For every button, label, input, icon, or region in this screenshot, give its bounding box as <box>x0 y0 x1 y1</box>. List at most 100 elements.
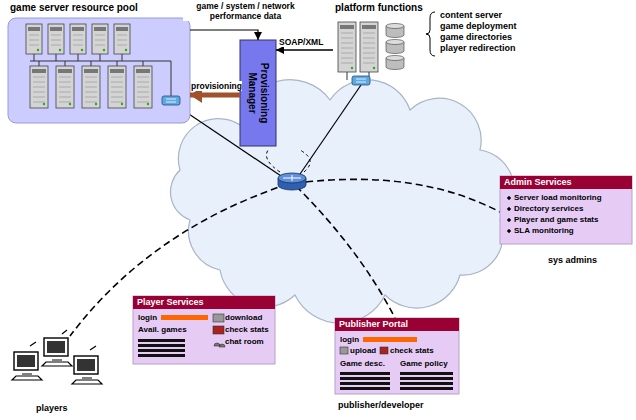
server-vent <box>33 102 45 103</box>
router-arrows <box>283 175 301 181</box>
publisher-portal-panel: Publisher Portalloginuploadcheck statsGa… <box>335 318 459 394</box>
list-line <box>340 372 390 375</box>
monitor <box>44 338 68 356</box>
server-bay <box>136 69 150 73</box>
server-case <box>114 24 130 54</box>
server-vent <box>341 48 353 49</box>
drop-line <box>143 61 144 66</box>
drop-line <box>100 54 101 61</box>
server-vent <box>59 97 71 98</box>
server-vent <box>33 92 45 93</box>
server-case <box>82 66 100 108</box>
server-bay <box>28 27 40 31</box>
server-led <box>121 103 123 105</box>
server-icon <box>338 22 356 72</box>
list-line <box>340 387 390 390</box>
server-vent <box>33 97 45 98</box>
server-vent <box>111 82 123 83</box>
server-vent <box>111 92 123 93</box>
server-vent <box>29 45 39 46</box>
server-case <box>56 66 74 108</box>
server-bay <box>50 27 62 31</box>
server-vent <box>59 87 71 88</box>
drop-line <box>91 61 92 66</box>
network-cloud <box>171 80 515 324</box>
lan-link <box>298 85 361 177</box>
screen <box>77 359 95 371</box>
server-led <box>43 103 45 105</box>
provisioning-manager-box: Provisioning Manager <box>240 40 276 146</box>
node-text: login <box>340 335 359 345</box>
server-bay <box>32 69 46 73</box>
computer-icon <box>12 352 42 380</box>
server-led <box>147 103 149 105</box>
platform-function-item: content server <box>440 10 502 21</box>
download-icon <box>213 314 224 322</box>
actor-label: publisher/developer <box>338 400 424 411</box>
node-title: Provisioning Manager <box>246 44 270 142</box>
dashed-link <box>296 186 395 318</box>
dashed-link <box>306 179 500 212</box>
server-vent <box>59 102 71 103</box>
monitor <box>14 352 38 370</box>
drop-line <box>78 54 79 61</box>
server-vent <box>85 92 97 93</box>
server-vent <box>363 33 375 34</box>
player-services-panel: Player ServicesloginAvail. gamesdownload… <box>133 296 275 364</box>
server-vent <box>137 87 149 88</box>
publisher-portal-panel-fill <box>335 318 459 394</box>
stand <box>42 360 72 366</box>
server-icon <box>30 66 48 108</box>
node-text: Server load monitoring <box>506 193 602 203</box>
server-vent <box>341 33 353 34</box>
server-vent <box>363 63 375 64</box>
server-case <box>338 22 356 72</box>
server-vent <box>85 82 97 83</box>
brace <box>426 12 435 56</box>
server-vent <box>85 77 97 78</box>
switch-arrows <box>166 99 176 102</box>
admin-services-panel-fill <box>500 176 632 244</box>
server-icon <box>56 66 74 108</box>
server-vent <box>137 92 149 93</box>
drop-line <box>117 61 118 66</box>
server-led <box>373 67 375 69</box>
drop-line <box>65 61 66 66</box>
disk-top <box>386 40 404 45</box>
server-vent <box>117 40 127 41</box>
node-text: login <box>138 313 157 323</box>
list-line <box>340 382 390 385</box>
server-vent <box>59 77 71 78</box>
resource-pool-region-fill <box>8 18 190 123</box>
node-title: Admin Services <box>500 176 632 189</box>
server-vent <box>363 43 375 44</box>
server-vent <box>137 82 149 83</box>
server-led <box>351 67 353 69</box>
server-vent <box>33 82 45 83</box>
server-vent <box>341 63 353 64</box>
server-vent <box>137 102 149 103</box>
server-case <box>30 66 48 108</box>
server-vent <box>363 53 375 54</box>
server-vent <box>137 77 149 78</box>
admin-services-panel: Admin ServicesServer load monitoringDire… <box>500 176 632 244</box>
connector-arrow <box>276 49 333 51</box>
server-bay <box>362 25 376 29</box>
server-icon <box>360 22 378 72</box>
node-text: upload <box>350 346 376 356</box>
list-line <box>138 339 185 342</box>
server-vent <box>85 87 97 88</box>
server-icon <box>134 66 152 108</box>
resource-pool-region: game server resource pool <box>8 18 190 123</box>
server-vent <box>363 38 375 39</box>
node-text: SLA monitoring <box>506 226 574 236</box>
node-text: download <box>225 313 262 323</box>
server-led <box>95 103 97 105</box>
server-bay <box>116 27 128 31</box>
node-text: chat room <box>225 337 264 347</box>
server-case <box>360 22 378 72</box>
stand <box>72 378 102 384</box>
server-vent <box>59 92 71 93</box>
server-bay <box>94 27 106 31</box>
